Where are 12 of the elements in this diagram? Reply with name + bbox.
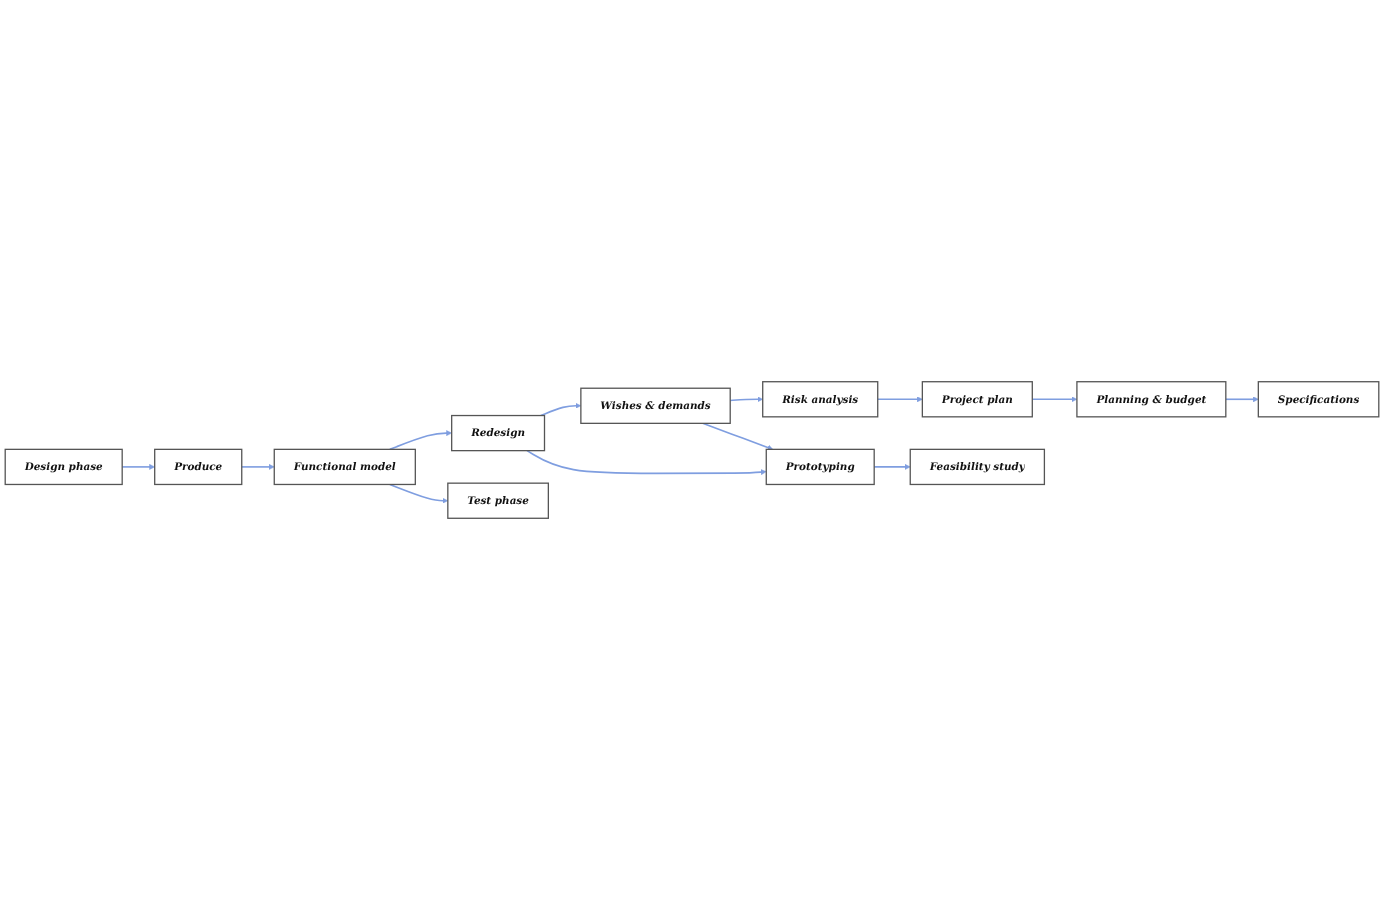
arrow [1031,396,1078,403]
arrow [873,464,911,470]
arrow [121,464,155,470]
arrow [876,396,923,403]
arrow [389,430,452,451]
arrow [540,402,582,417]
arrow [389,483,449,504]
arrow [526,449,767,475]
arrow [240,464,275,470]
arrow [729,396,763,403]
arrow [701,422,774,451]
arrow [1225,396,1259,403]
